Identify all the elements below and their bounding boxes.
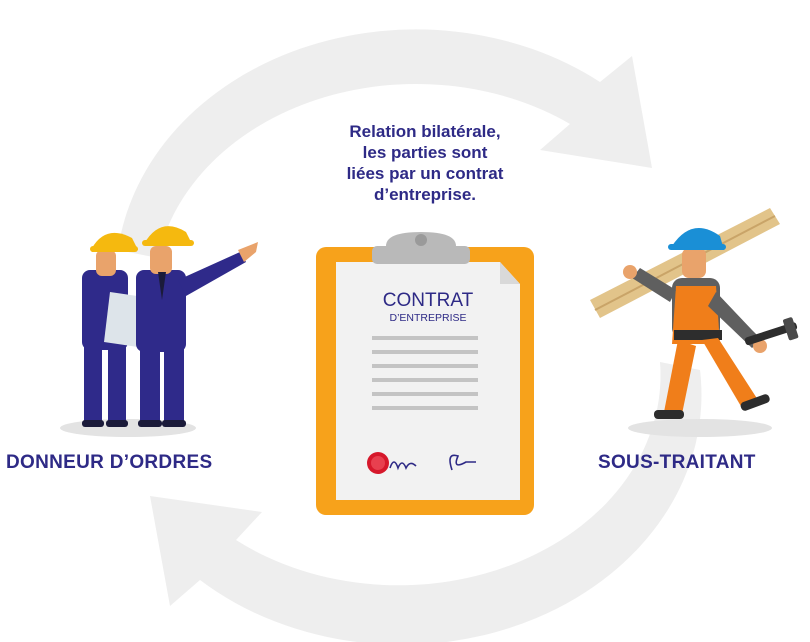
- signature-mark: [449, 454, 476, 471]
- document-subtitle: D’ENTREPRISE: [389, 312, 466, 324]
- relation-description: Relation bilatérale, les parties sont li…: [310, 121, 540, 205]
- relation-line-2: les parties sont: [362, 143, 488, 162]
- sous-traitant-label: SOUS-TRAITANT: [598, 452, 756, 473]
- bottom-cycle-arrow: [150, 362, 702, 642]
- business-men-icon: [60, 226, 258, 437]
- relation-line-3: liées par un contrat: [346, 164, 504, 183]
- construction-worker-icon: [590, 208, 799, 437]
- relation-line-1: Relation bilatérale,: [349, 122, 501, 141]
- document-title: CONTRAT: [383, 290, 474, 311]
- wax-seal-icon: [367, 452, 389, 474]
- donneur-d-ordres-label: DONNEUR D’ORDRES: [6, 452, 213, 473]
- signature-mark: [389, 461, 417, 471]
- contract-text-lines: [372, 336, 478, 410]
- clipboard-contract-icon: CONTRAT D’ENTREPRISE: [316, 232, 534, 515]
- cycle-arrows-icon: [118, 29, 702, 642]
- relation-line-4: d’entreprise.: [373, 185, 477, 204]
- top-cycle-arrow: [118, 29, 652, 259]
